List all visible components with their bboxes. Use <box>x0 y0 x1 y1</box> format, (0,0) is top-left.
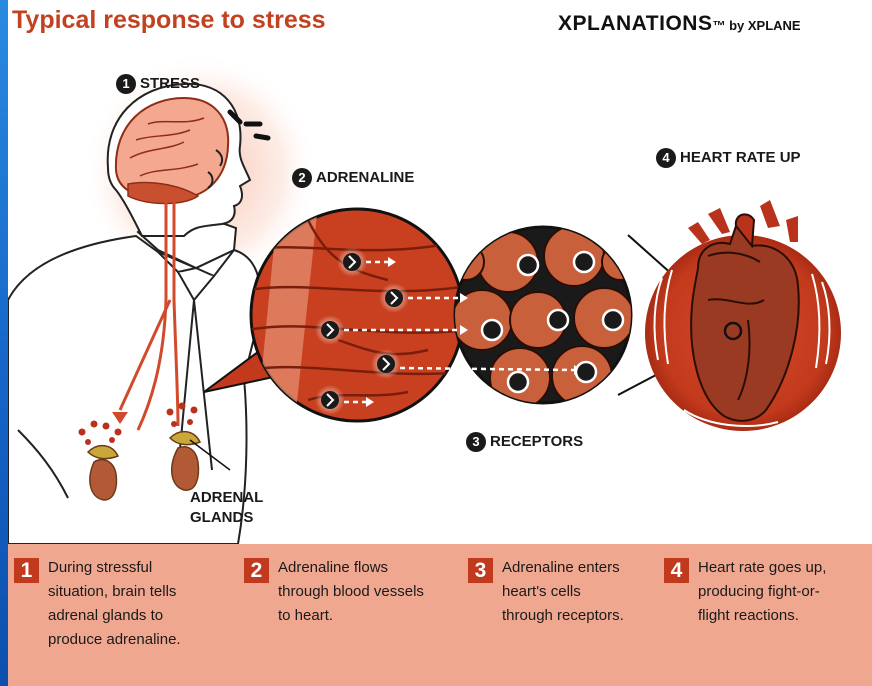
label-adrenal-glands: ADRENALGLANDS <box>190 488 263 528</box>
step-text: Heart rate goes up, producing fight-or-f… <box>698 556 848 628</box>
molecule-icon <box>576 362 596 382</box>
step-text: During stressful situation, brain tells … <box>48 556 208 652</box>
brand-by: by XPLANE <box>725 18 800 33</box>
molecule-icon <box>371 349 401 379</box>
brand-name: XPLANATIONS <box>558 12 712 35</box>
page-title: Typical response to stress <box>12 6 326 35</box>
step-number: 2 <box>244 558 269 583</box>
molecule-icon <box>548 310 568 330</box>
label-number: 3 <box>466 432 486 452</box>
molecule-icon <box>574 252 594 272</box>
infographic-panel: Typical response to stress XPLANATIONS™ … <box>8 0 872 686</box>
molecule-icon <box>482 320 502 340</box>
label-number: 4 <box>656 148 676 168</box>
brand-tm: ™ <box>712 18 725 33</box>
molecule-icon <box>315 385 345 415</box>
label-adrenaline: 2ADRENALINE <box>292 168 414 188</box>
molecule-icon <box>379 283 409 313</box>
molecule-icon <box>315 315 345 345</box>
label-stress: 1STRESS <box>116 74 200 94</box>
molecule-icon <box>518 255 538 275</box>
molecule-icon <box>508 372 528 392</box>
label-number: 1 <box>116 74 136 94</box>
label-number: 2 <box>292 168 312 188</box>
step-text: Adrenaline enters heart's cells through … <box>502 556 632 628</box>
brand-logo: XPLANATIONS™ by XPLANE <box>558 12 801 36</box>
label-heart-rate-up: 4HEART RATE UP <box>656 148 801 168</box>
step-number: 3 <box>468 558 493 583</box>
label-receptors: 3RECEPTORS <box>466 432 583 452</box>
step-number: 4 <box>664 558 689 583</box>
heart-circle <box>645 214 841 431</box>
molecule-icon <box>603 310 623 330</box>
step-number: 1 <box>14 558 39 583</box>
steps-panel: 1 During stressful situation, brain tells… <box>8 544 872 686</box>
molecule-icon <box>337 247 367 277</box>
step-text: Adrenaline flows through blood vessels t… <box>278 556 438 628</box>
